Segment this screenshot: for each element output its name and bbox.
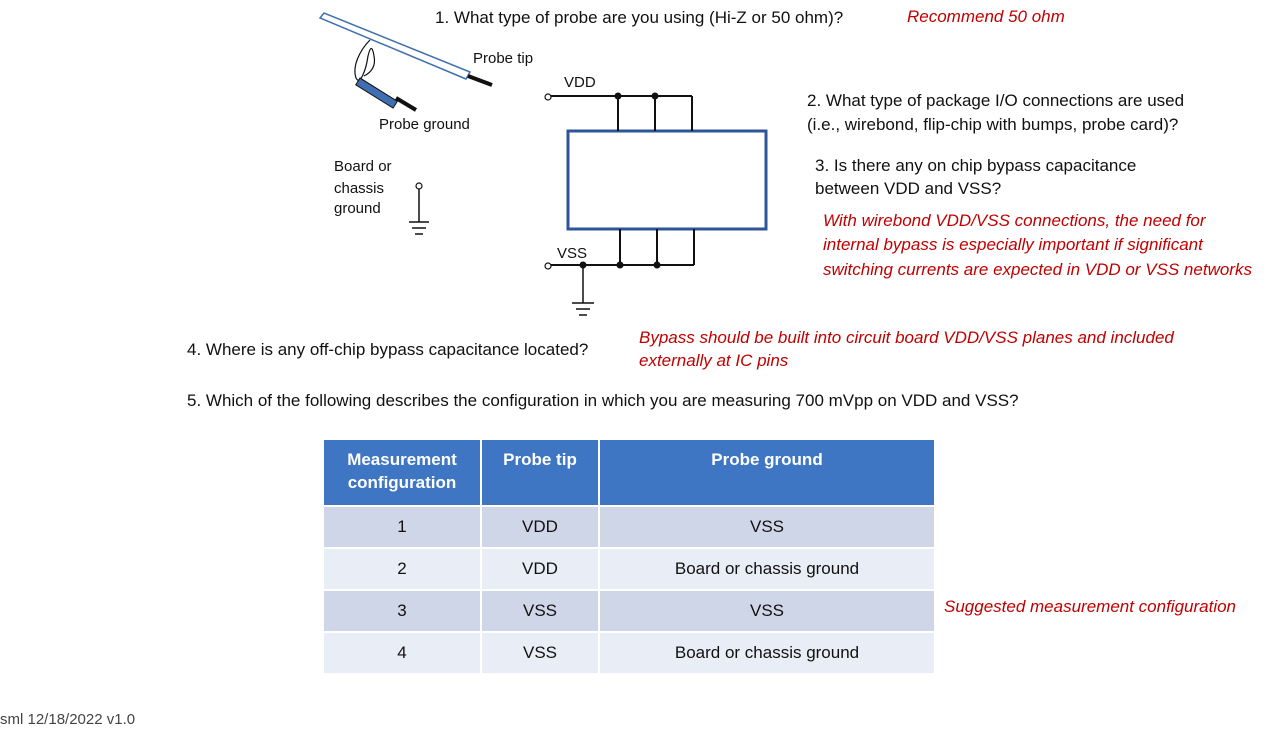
cell-tip: VSS bbox=[480, 631, 600, 675]
cell-tip: VDD bbox=[480, 547, 600, 591]
cell-tip: VSS bbox=[480, 589, 600, 633]
table-header-row: Measurement configuration Probe tip Prob… bbox=[322, 438, 936, 507]
probe-body bbox=[318, 12, 472, 80]
footer-version: sml 12/18/2022 v1.0 bbox=[0, 711, 136, 728]
cell-config: 4 bbox=[322, 631, 482, 675]
suggested-configuration-note: Suggested measurement configuration bbox=[944, 597, 1237, 616]
board-ground-label-2: chassis bbox=[334, 180, 385, 197]
question-3-line-1: 3. Is there any on chip bypass capacitan… bbox=[815, 156, 1137, 175]
cell-config: 3 bbox=[322, 589, 482, 633]
header-col1-line1: Measurement bbox=[347, 450, 457, 469]
probe-ground-lead bbox=[354, 39, 376, 81]
probe-ground-wire bbox=[394, 96, 418, 112]
cell-ground: Board or chassis ground bbox=[598, 631, 936, 675]
header-measurement-configuration: Measurement configuration bbox=[322, 438, 482, 507]
answer-3-line-3: switching currents are expected in VDD o… bbox=[823, 260, 1252, 279]
header-col1-line2: configuration bbox=[347, 473, 457, 492]
cell-config: 1 bbox=[322, 505, 482, 549]
question-3-line-2: between VDD and VSS? bbox=[815, 179, 1002, 198]
cell-ground: VSS bbox=[598, 505, 936, 549]
cell-tip: VDD bbox=[480, 505, 600, 549]
probe-ground-label: Probe ground bbox=[379, 116, 470, 133]
board-ground-label-1: Board or bbox=[334, 158, 392, 175]
header-probe-ground: Probe ground bbox=[598, 438, 936, 507]
answer-3-line-1: With wirebond VDD/VSS connections, the n… bbox=[823, 211, 1206, 230]
question-1: 1. What type of probe are you using (Hi-… bbox=[435, 8, 844, 27]
vdd-terminal bbox=[544, 93, 552, 101]
cell-config: 2 bbox=[322, 547, 482, 591]
vss-node-3 bbox=[653, 261, 661, 269]
vss-node-2 bbox=[616, 261, 624, 269]
probe-tip-wire bbox=[467, 74, 493, 87]
answer-3-line-2: internal bypass is especially important … bbox=[823, 235, 1203, 254]
question-4: 4. Where is any off-chip bypass capacita… bbox=[187, 340, 589, 359]
probe-ground-clip bbox=[355, 77, 399, 109]
table-row: 1 VDD VSS bbox=[322, 505, 936, 549]
cell-ground: Board or chassis ground bbox=[598, 547, 936, 591]
vss-label: VSS bbox=[557, 245, 588, 262]
vdd-node-2 bbox=[651, 92, 659, 100]
question-2-line-1: 2. What type of package I/O connections … bbox=[807, 91, 1185, 110]
question-5: 5. Which of the following describes the … bbox=[187, 391, 1019, 410]
table-row: 2 VDD Board or chassis ground bbox=[322, 547, 936, 591]
board-ground-terminal bbox=[415, 182, 423, 190]
vdd-node-1 bbox=[614, 92, 622, 100]
vdd-label: VDD bbox=[564, 74, 596, 91]
table-row: 4 VSS Board or chassis ground bbox=[322, 631, 936, 675]
vss-terminal bbox=[544, 262, 552, 270]
question-2-line-2: (i.e., wirebond, flip-chip with bumps, p… bbox=[807, 115, 1179, 134]
probe-tip-label: Probe tip bbox=[473, 50, 534, 67]
table-row: 3 VSS VSS bbox=[322, 589, 936, 633]
configuration-table: Measurement configuration Probe tip Prob… bbox=[322, 438, 936, 675]
chip-outline bbox=[566, 129, 768, 231]
header-probe-tip: Probe tip bbox=[480, 438, 600, 507]
board-ground-label-3: ground bbox=[334, 200, 381, 217]
answer-4-line-1: Bypass should be built into circuit boar… bbox=[639, 328, 1174, 347]
answer-1: Recommend 50 ohm bbox=[907, 7, 1065, 26]
cell-ground: VSS bbox=[598, 589, 936, 633]
answer-4-line-2: externally at IC pins bbox=[639, 351, 789, 370]
